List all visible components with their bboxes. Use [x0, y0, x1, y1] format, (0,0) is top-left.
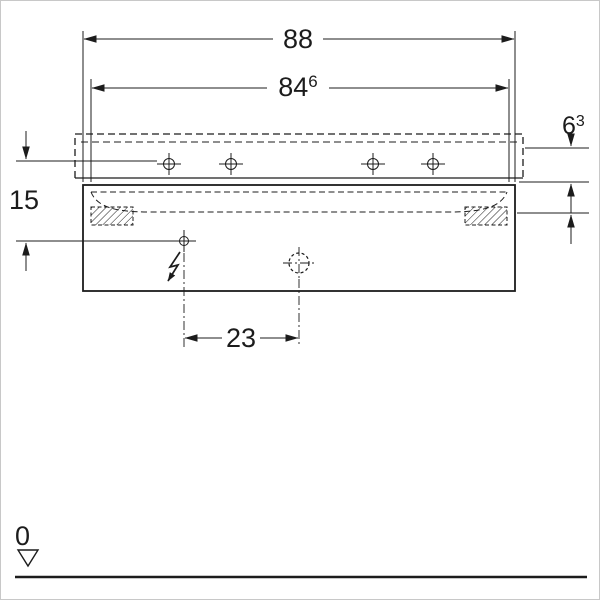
electrical-outlet-hole: [167, 230, 196, 282]
mounting-bracket-right: [464, 206, 508, 226]
dimension-label-overhang: 63: [562, 112, 585, 140]
drill-hole-row: [157, 153, 445, 175]
datum-label: 0: [15, 521, 30, 551]
level-datum: 0: [15, 521, 587, 579]
dimension-hole-spacing: 23: [183, 253, 300, 353]
dimension-label-inner-width: 846: [278, 72, 318, 102]
dimension-overall-width: 88: [82, 24, 516, 182]
dimension-label-hole-spacing: 23: [226, 323, 256, 353]
dimension-inner-width: 846: [90, 72, 510, 182]
dimension-label-left-height: 15: [9, 185, 39, 215]
washbasin-hidden-outline: [74, 133, 524, 179]
drill-hole-marker: [219, 153, 243, 175]
level-datum-icon: [16, 549, 40, 568]
mounting-bracket-left: [90, 206, 134, 226]
basin-underside-dashed: [90, 191, 508, 213]
dimension-left-height: 15: [9, 131, 172, 271]
cabinet-outline: [82, 184, 516, 292]
drill-hole-marker: [361, 153, 385, 175]
lightning-icon: [167, 251, 181, 282]
drain-hole: [283, 247, 315, 279]
dimension-overhang: 63: [519, 112, 589, 213]
drill-hole-marker: [157, 153, 181, 175]
dimension-bracket-pointer: [517, 212, 589, 244]
drill-hole-marker: [421, 153, 445, 175]
dimension-label-overall-width: 88: [283, 24, 313, 54]
